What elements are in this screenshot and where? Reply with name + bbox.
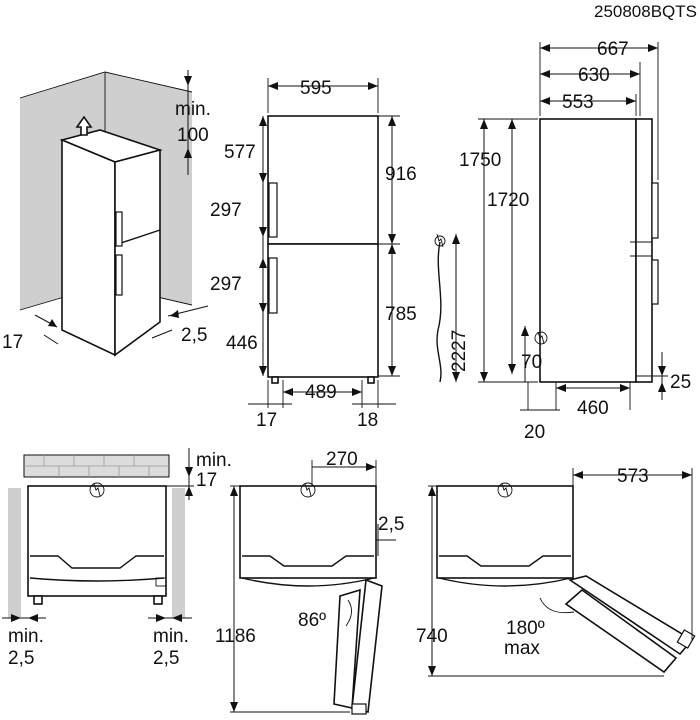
upper-handle-dim: 297: [210, 200, 242, 221]
top-cabinet: [436, 485, 574, 579]
plug-icon: [434, 233, 446, 248]
feet-depth-dim: 460: [577, 398, 609, 419]
left-clearance-label: min.: [8, 626, 44, 647]
foot-front-dim: 20: [524, 422, 545, 443]
top-view-door-86: 86º 270 2,5 1186: [215, 449, 404, 715]
side-door: [635, 118, 653, 383]
lower-handle: [115, 254, 123, 296]
gap-dim: 2,5: [378, 514, 404, 535]
upper-section-dim: 916: [385, 164, 417, 185]
drawing-code: 250808BQTS: [594, 2, 697, 21]
top-cabinet: [239, 485, 377, 579]
front-width: 595: [300, 78, 332, 99]
door-angle-max: max: [504, 638, 540, 659]
right-foot-dim: 18: [357, 410, 378, 431]
front-view: 595 577 297 297 446 916 785 489 1: [210, 78, 417, 431]
right-clearance-label: min.: [153, 626, 189, 647]
lower-door: [267, 243, 379, 378]
plug-icon: [89, 482, 105, 498]
power-cable: [436, 241, 442, 383]
side-lower-handle: [651, 259, 659, 305]
door-angle: 86º: [298, 610, 326, 631]
cable-length-dim: 2227: [449, 330, 470, 372]
total-depth-dim: 1186: [215, 626, 256, 647]
open-door: [351, 578, 383, 713]
total-depth-dim: 740: [416, 626, 448, 647]
feet-span-dim: 489: [305, 382, 337, 403]
right-clearance-value: 2,5: [153, 648, 179, 669]
rear-clearance-label: min.: [196, 450, 232, 471]
top-view-clearance: min. 17 min. 2,5 min. 2,5: [2, 448, 232, 669]
depth-handle-dim: 630: [578, 65, 610, 86]
left-foot-dim: 17: [256, 410, 277, 431]
cabinet-side: [61, 138, 116, 357]
door-depth-dim: 270: [326, 449, 358, 470]
top-clearance-label: min.: [175, 99, 211, 120]
top-cabinet: [27, 485, 167, 597]
installation-view: min. 100 17 2,5: [2, 70, 211, 357]
top-view-door-180: 180º max 573 740: [416, 466, 696, 677]
depth-body-dim: 553: [562, 92, 594, 113]
up-arrow-icon: [75, 115, 93, 136]
left-wall: [8, 488, 21, 618]
height-body-dim: 1720: [487, 190, 529, 211]
left-clearance-value: 2,5: [8, 648, 34, 669]
door-angle: 180º: [506, 618, 545, 639]
upper-door: [267, 115, 379, 245]
cabinet-front: [114, 148, 161, 357]
rear-clearance-value: 17: [196, 470, 217, 491]
right-gap-value: 2,5: [181, 325, 207, 346]
side-cabinet: [539, 118, 637, 383]
lower-handle: [268, 257, 278, 314]
plug-height-dim: 70: [521, 352, 542, 373]
door-width-dim: 573: [617, 466, 649, 487]
plug-icon: [497, 482, 513, 498]
height-total-dim: 1750: [459, 150, 501, 171]
right-wall: [172, 488, 185, 618]
upper-door-dim: 577: [224, 142, 256, 163]
depth-total-dim: 667: [597, 39, 629, 60]
side-view: 667 630 553 1750 1720 2227: [434, 39, 691, 443]
plug-icon: [534, 331, 548, 345]
lower-handle-dim: 297: [210, 274, 242, 295]
side-upper-handle: [651, 182, 659, 239]
foot-height-dim: 25: [670, 372, 691, 393]
open-door-inner: [564, 588, 678, 674]
upper-handle: [115, 211, 123, 247]
top-clearance-value: 100: [177, 125, 209, 146]
left-gap-value: 17: [2, 332, 23, 353]
lower-section-dim: 785: [385, 304, 417, 325]
plug-icon: [300, 482, 316, 498]
upper-handle: [268, 182, 278, 238]
lower-bottom-dim: 446: [226, 333, 258, 354]
